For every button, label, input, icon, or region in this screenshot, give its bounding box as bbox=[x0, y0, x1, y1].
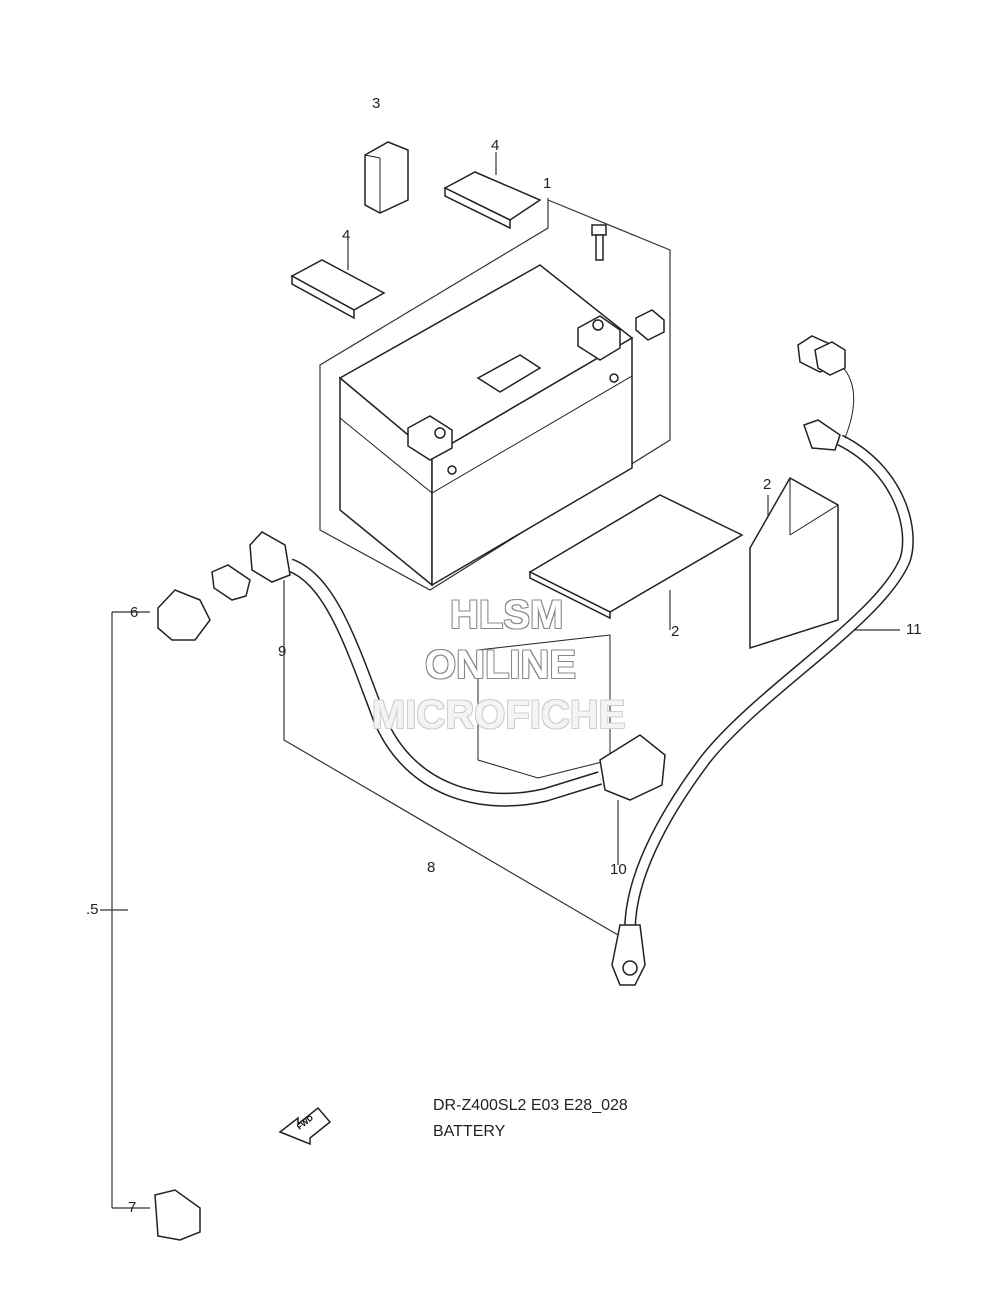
part-8-cable bbox=[287, 558, 603, 807]
callout-2-folded-sheet: 2 bbox=[763, 476, 772, 493]
part-10-cap bbox=[599, 734, 666, 801]
part-4-pad-lower bbox=[290, 259, 386, 320]
part-7-cap bbox=[154, 1189, 201, 1241]
fwd-arrow-icon bbox=[278, 1106, 332, 1146]
callout-5: .5 bbox=[86, 901, 99, 918]
part-2-sheet-flat bbox=[528, 494, 744, 620]
watermark-line-1: HLSM bbox=[450, 593, 564, 637]
battery-body bbox=[338, 264, 634, 587]
model-code: DR-Z400SL2 E03 E28_028 bbox=[433, 1097, 628, 1114]
part-3-bracket bbox=[364, 141, 409, 214]
battery-bolt bbox=[591, 224, 607, 261]
part-11-cable bbox=[611, 335, 914, 986]
callout-3: 3 bbox=[372, 95, 381, 112]
part-6-cap bbox=[157, 589, 211, 641]
callout-6: 6 bbox=[130, 604, 139, 621]
callout-10: 10 bbox=[610, 861, 627, 878]
watermark-line-2: ONLINE bbox=[425, 643, 577, 687]
part-2-sheet-folded bbox=[749, 476, 839, 650]
watermark-line-3: MICROFICHE bbox=[372, 693, 626, 737]
callout-7: 7 bbox=[128, 1199, 137, 1216]
part-9-terminal bbox=[211, 531, 291, 601]
part-5-cable bbox=[134, 611, 268, 1191]
diagram-title: BATTERY bbox=[433, 1123, 506, 1140]
terminal-nut bbox=[635, 309, 665, 341]
callout-8: 8 bbox=[427, 859, 436, 876]
callout-4-upper: 4 bbox=[491, 137, 500, 154]
callout-2-flat-sheet: 2 bbox=[671, 623, 680, 640]
callout-4-lower: 4 bbox=[342, 227, 351, 244]
callout-11: 11 bbox=[906, 621, 922, 638]
callout-1: 1 bbox=[543, 175, 552, 192]
callout-9: 9 bbox=[278, 643, 287, 660]
part-4-pad-upper bbox=[443, 171, 542, 230]
battery-case-outline bbox=[477, 634, 611, 779]
